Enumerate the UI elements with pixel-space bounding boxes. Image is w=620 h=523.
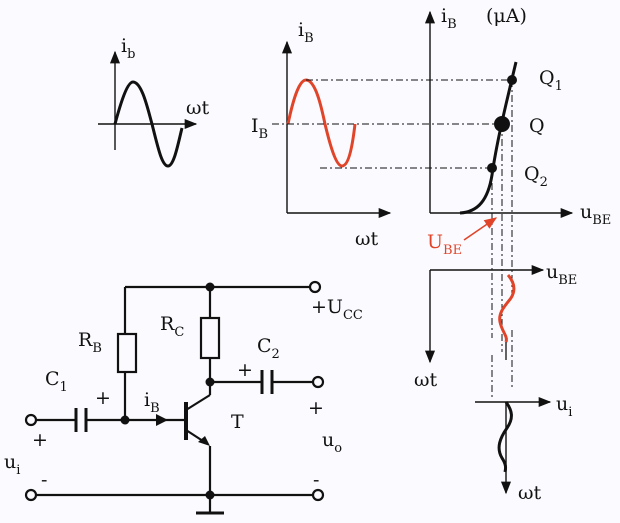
ui-wave <box>497 401 513 473</box>
rb-resistor <box>116 332 138 374</box>
characteristic-curve <box>459 61 518 215</box>
output-minus-sign: - <box>313 469 319 491</box>
input-terminal-top <box>24 413 38 427</box>
c1-label: C1 <box>45 368 68 395</box>
output-plus-sign: + <box>308 397 324 419</box>
unit-label: (μA) <box>486 5 527 27</box>
iB-label-mid: iB <box>298 19 314 46</box>
iB-sine-curve <box>286 78 357 168</box>
output-terminal-top <box>311 375 325 389</box>
wt-label-small: ωt <box>186 97 209 119</box>
uBE-label: uBE <box>580 201 611 228</box>
rc-label: RC <box>160 313 184 340</box>
ui-time-plot: ui ωt <box>475 393 572 504</box>
q2-point <box>487 163 497 173</box>
vcc-label: +UCC <box>311 296 363 323</box>
output-terminal-bottom <box>311 488 325 502</box>
wt-label-left: ωt <box>414 369 437 391</box>
q2-label: Q2 <box>524 163 548 190</box>
transistor-collector-lead <box>185 394 211 411</box>
iB-label-right: iB <box>441 5 457 32</box>
q1-label: Q1 <box>539 67 563 94</box>
ui-axis-label: ui <box>556 393 572 420</box>
input-terminal-bottom <box>24 488 38 502</box>
iB-circuit-label: iB <box>144 389 160 416</box>
q1-point <box>507 75 517 85</box>
wt-label-mid: ωt <box>355 228 378 250</box>
uo-label: uo <box>322 429 342 456</box>
ib-waveform-plot: ib ωt <box>98 35 209 168</box>
junction-dots <box>120 282 215 500</box>
ube-arrow <box>463 217 498 241</box>
transistor-label: T <box>231 411 244 433</box>
ube-label: UBE <box>427 231 462 258</box>
ib-label: ib <box>121 35 135 62</box>
c2-plus-sign: + <box>237 359 253 381</box>
ib-sine-curve <box>113 80 184 168</box>
q-label: Q <box>529 115 545 137</box>
iB-time-plot: iB IB ωt <box>251 19 392 250</box>
input-plus-sign: + <box>32 429 48 451</box>
uBE-label-2: uBE <box>546 261 577 288</box>
ube-annotation: UBE <box>427 217 498 258</box>
rb-label: RB <box>78 329 102 356</box>
emitter-arrowhead <box>198 436 210 446</box>
uBE-wave <box>498 274 516 343</box>
c2-label: C2 <box>257 335 280 362</box>
terminals <box>24 280 325 502</box>
c1-plus-sign: + <box>95 387 111 409</box>
circuit-labels: +UCC RB RC C1 C2 + + iB T ui + - uo + - <box>4 296 363 491</box>
rc-resistor <box>199 316 221 360</box>
q-point <box>494 116 510 132</box>
ui-input-label: ui <box>4 451 20 478</box>
IB-label: IB <box>251 115 268 142</box>
projection-lines <box>272 79 513 400</box>
input-minus-sign: - <box>41 469 47 491</box>
input-characteristic-plot: iB (μA) Q1 Q Q2 uBE <box>424 5 611 228</box>
wt-label-bottom: ωt <box>518 482 541 504</box>
uBE-time-plot: uBE ωt <box>414 261 577 391</box>
iB-current-arrow <box>156 414 168 426</box>
vcc-terminal <box>308 280 322 294</box>
